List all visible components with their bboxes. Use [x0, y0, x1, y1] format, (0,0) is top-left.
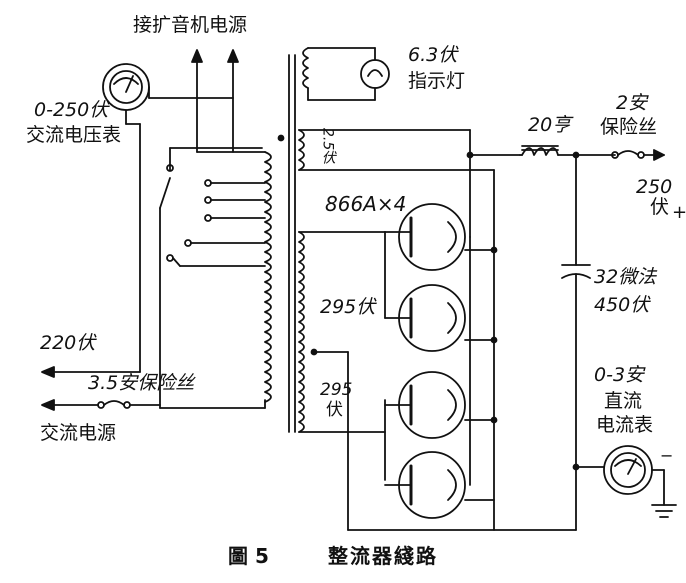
capacitor-value-label: 32微法 — [594, 266, 657, 288]
transformer-core — [277, 54, 296, 433]
ammeter-minus-label: − — [660, 446, 674, 465]
ammeter-name-1-label: 直流 — [604, 390, 643, 412]
ammeter-name-2-label: 电流表 — [596, 414, 654, 436]
rectifier-tube-icon — [398, 203, 466, 271]
figure-number: 圖 5 — [228, 544, 269, 568]
output-voltage-unit-label: 伏 — [650, 196, 670, 218]
output-fuse-rating-label: 2安 — [616, 92, 648, 114]
mains-voltage-label: 220伏 — [40, 332, 96, 354]
output-plus-label: + — [672, 202, 686, 223]
ammeter — [575, 445, 665, 531]
tap-switch — [159, 147, 266, 409]
indicator-voltage-label: 6.3伏 — [408, 44, 458, 66]
filament-winding — [298, 129, 495, 531]
tube-spec-label: 866A×4 — [325, 192, 407, 216]
ground-icon — [651, 504, 677, 518]
indicator-lamp-label: 指示灯 — [408, 70, 466, 92]
tube-wiring — [384, 129, 521, 501]
output-fuse — [611, 149, 665, 161]
lower-half-voltage-label: 295 — [320, 380, 353, 400]
lamp-icon — [360, 59, 390, 89]
output-voltage-label: 250 — [636, 176, 673, 198]
voltmeter-range-label: 0-250伏 — [34, 99, 109, 121]
capacitor-icon — [561, 154, 591, 471]
input-fuse-label: 3.5安保险丝 — [88, 372, 195, 394]
mains-name-label: 交流电源 — [40, 422, 117, 444]
voltmeter — [102, 63, 234, 373]
upper-half-voltage-label: 295伏 — [320, 296, 376, 318]
capacitor-voltage-label: 450伏 — [594, 294, 650, 316]
filament-voltage-label: 2.5伏 — [319, 128, 336, 165]
choke-label: 20亨 — [528, 114, 572, 136]
voltmeter-name-label: 交流电压表 — [26, 124, 122, 146]
lamp-winding — [302, 47, 376, 101]
hv-secondary-winding — [298, 231, 577, 531]
choke-icon — [519, 145, 616, 159]
primary-winding — [264, 151, 272, 403]
output-fuse-name-label: 保险丝 — [600, 116, 658, 138]
amp-power-arrows — [191, 49, 266, 153]
lower-half-unit-label: 伏 — [326, 400, 343, 420]
ammeter-range-label: 0-3安 — [594, 364, 645, 386]
amp-power-label: 接扩音机电源 — [133, 14, 248, 36]
figure-title: 整流器綫路 — [328, 544, 438, 568]
mains-input — [41, 366, 161, 411]
